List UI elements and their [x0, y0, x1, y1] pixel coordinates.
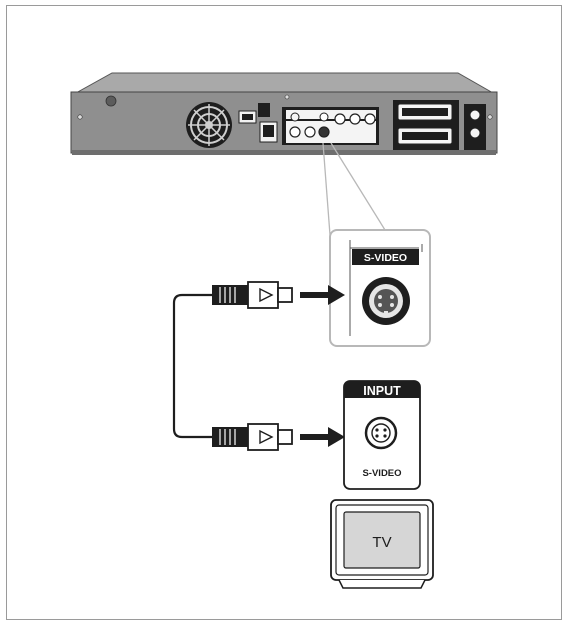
tv-input-header: INPUT: [363, 384, 401, 398]
s-video-plug-icon: [212, 423, 293, 451]
s-video-jack-icon: [362, 277, 410, 325]
recorder-rear-panel: [70, 72, 498, 155]
s-video-jack-icon: [364, 416, 398, 450]
cooling-fan-icon: [186, 102, 232, 148]
arrow-right-icon: [300, 285, 345, 305]
s-video-plug-icon: [212, 281, 293, 309]
s-video-cable: [172, 293, 212, 439]
arrow-right-icon: [300, 427, 345, 447]
television-icon: TV: [330, 499, 434, 589]
tv-jack-label: S-VIDEO: [362, 468, 401, 479]
callout-pointer: [322, 142, 386, 236]
tv-screen-label: TV: [372, 534, 391, 551]
tv-input-panel: INPUT S-VIDEO: [343, 380, 421, 490]
callout-jack-label: S-VIDEO: [364, 252, 407, 264]
callout-box: S-VIDEO: [329, 229, 431, 347]
callout-label-bg: [352, 249, 419, 265]
